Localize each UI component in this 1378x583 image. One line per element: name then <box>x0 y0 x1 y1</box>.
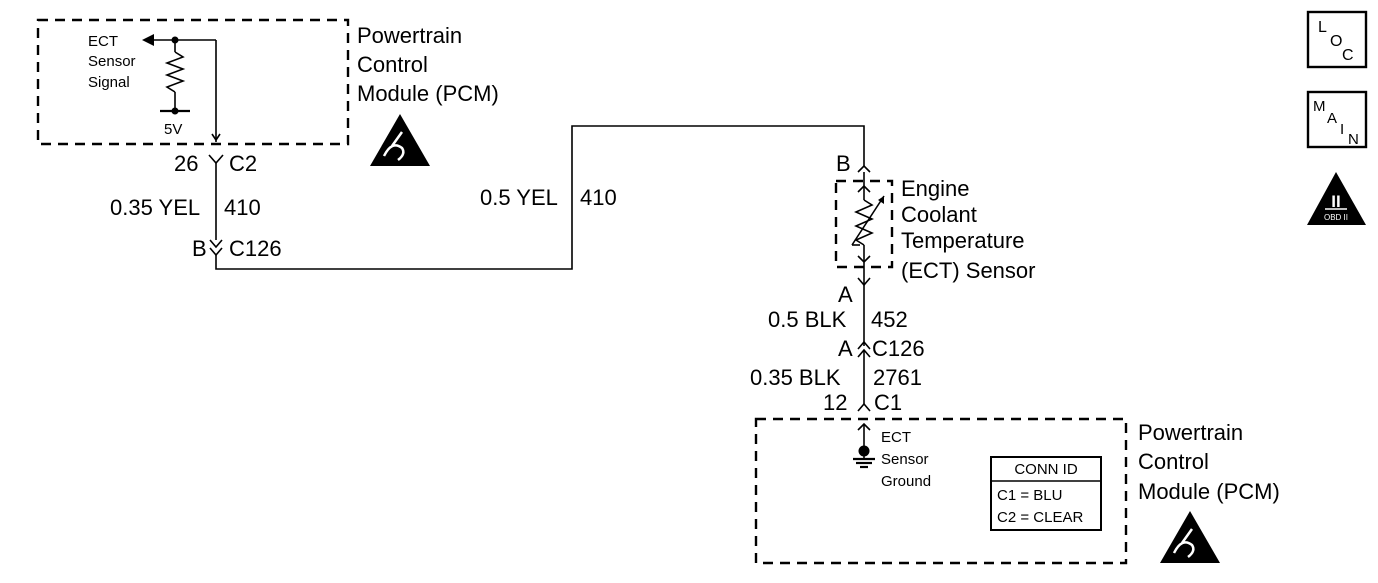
resistor-icon <box>164 51 186 93</box>
connector-ect-top-symbol <box>857 164 871 173</box>
ground-label-line-2: Sensor <box>881 451 929 468</box>
signal-label-line-3: Signal <box>88 74 130 91</box>
connector-c1-symbol <box>857 402 871 412</box>
ect-pin-bottom: A <box>838 282 853 307</box>
wire-right-lower-circuit: 2761 <box>873 365 922 390</box>
ground-label-line-3: Ground <box>881 473 931 490</box>
loc-letter-o: O <box>1330 33 1342 50</box>
wire-right-upper-circuit: 452 <box>871 307 908 332</box>
wire-right-lower-gauge-color: 0.35 BLK <box>750 365 841 390</box>
ect-title-line-1: Engine <box>901 176 970 201</box>
main-letter-i: I <box>1340 121 1344 138</box>
wire-410-route <box>215 125 865 270</box>
ect-title-line-3: Temperature <box>901 228 1025 253</box>
conn-id-header: CONN ID <box>1014 461 1078 478</box>
signal-label-line-2: Sensor <box>88 53 136 70</box>
wire-right-upper-connector: C126 <box>872 336 925 361</box>
pcm-internal-circuit <box>142 34 221 142</box>
wire-mid-gauge-color: 0.5 YEL <box>480 185 558 210</box>
pcm-bottom-box <box>754 417 1128 565</box>
main-letter-a: A <box>1327 110 1337 127</box>
main-button[interactable]: M A I N <box>1306 90 1368 149</box>
thermistor-icon <box>851 172 885 264</box>
signal-label-line-1: ECT <box>88 33 118 50</box>
main-letter-m: M <box>1313 98 1326 115</box>
ref-voltage-label: 5V <box>164 121 182 138</box>
loc-button[interactable]: L O C <box>1306 10 1368 69</box>
pcm-top-pin: 26 <box>174 151 198 176</box>
conn-id-row-2: C2 = CLEAR <box>997 509 1083 526</box>
esd-warning-icon <box>1160 511 1220 563</box>
ground-icon <box>853 422 875 469</box>
obd-caption: OBD II <box>1324 213 1348 222</box>
esd-warning-icon <box>370 114 430 166</box>
loc-letter-l: L <box>1318 19 1327 36</box>
ect-pin-top: B <box>836 151 851 176</box>
pcm-bottom-title-line-2: Control <box>1138 449 1209 474</box>
pcm-top-box <box>36 18 350 146</box>
obd-numeral: II <box>1331 192 1340 211</box>
connector-c126-right-symbol <box>857 340 871 350</box>
wire-right-upper-pin: A <box>838 336 853 361</box>
loc-letter-c: C <box>1342 47 1354 64</box>
wire-left-circuit: 410 <box>224 195 261 220</box>
wire-right-lower-pin: 12 <box>823 390 847 415</box>
pcm-bottom-title-line-3: Module (PCM) <box>1138 479 1280 504</box>
pcm-top-title-line-3: Module (PCM) <box>357 81 499 106</box>
connector-c2-symbol <box>208 154 224 165</box>
wire-left-connector: C126 <box>229 236 282 261</box>
wire-right-upper-gauge-color: 0.5 BLK <box>768 307 847 332</box>
wire-mid-circuit: 410 <box>580 185 617 210</box>
pcm-top-title-line-1: Powertrain <box>357 23 462 48</box>
main-letter-n: N <box>1348 131 1359 148</box>
pcm-top-connector: C2 <box>229 151 257 176</box>
wire-left-gauge-color: 0.35 YEL <box>110 195 200 220</box>
ect-title-line-4: (ECT) Sensor <box>901 258 1035 283</box>
ground-label-line-1: ECT <box>881 429 911 446</box>
conn-id-row-1: C1 = BLU <box>997 487 1062 504</box>
wire-left-pin: B <box>192 236 207 261</box>
pcm-bottom-title-line-1: Powertrain <box>1138 420 1243 445</box>
pcm-top-title-line-2: Control <box>357 52 428 77</box>
arrow-left-icon <box>142 34 154 46</box>
conn-id-table: CONN ID C1 = BLU C2 = CLEAR <box>990 456 1102 531</box>
ect-title-line-2: Coolant <box>901 202 977 227</box>
connector-c126-left-symbol <box>209 239 223 249</box>
wire-right-lower-connector: C1 <box>874 390 902 415</box>
obd-ii-button[interactable]: II OBD II <box>1307 172 1366 225</box>
